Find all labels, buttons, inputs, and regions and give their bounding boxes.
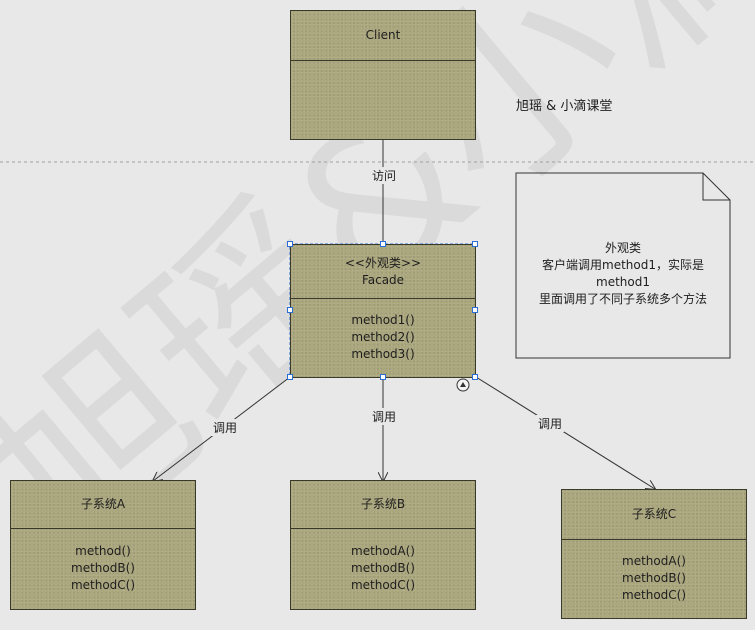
note-text: 外观类 客户端调用method1，实际是method1 里面调用了不同子系统多个…: [516, 240, 730, 308]
subsystem-method: methodB(): [622, 571, 686, 585]
subsystem-b-header: 子系统B: [291, 481, 475, 529]
selection-handle[interactable]: [472, 307, 478, 313]
subsystem-c-box[interactable]: 子系统C methodA() methodB() methodC(): [561, 489, 747, 619]
note-fold: [702, 173, 730, 201]
facade-stereotype: <<外观类>>: [344, 255, 422, 270]
subsystem-a-methods: method() methodB() methodC(): [11, 528, 195, 609]
subsystem-method: methodB(): [71, 561, 135, 575]
facade-method: method3(): [351, 347, 415, 361]
facade-class-name: Facade: [361, 272, 405, 287]
facade-class-box[interactable]: <<外观类>> Facade method1() method2() metho…: [290, 244, 476, 378]
facade-method: method1(): [351, 313, 415, 327]
client-class-name: Client: [365, 28, 401, 42]
subsystem-method: methodB(): [351, 561, 415, 575]
selection-handle[interactable]: [472, 374, 478, 380]
client-class-box[interactable]: Client: [290, 10, 476, 140]
header-text: 旭瑶 & 小滴课堂: [516, 99, 613, 114]
selection-handle[interactable]: [287, 241, 293, 247]
subsystem-b-box[interactable]: 子系统B methodA() methodB() methodC(): [290, 480, 476, 610]
facade-methods: method1() method2() method3(): [291, 298, 475, 377]
note-line: 客户端调用method1，实际是method1: [542, 258, 704, 289]
note-line: 外观类: [604, 241, 641, 255]
selection-handle[interactable]: [287, 307, 293, 313]
subsystem-method: methodC(): [70, 578, 136, 592]
subsystem-a-name: 子系统A: [80, 497, 126, 511]
note-line: 里面调用了不同子系统多个方法: [538, 292, 707, 306]
subsystem-method: methodC(): [350, 578, 416, 592]
selection-handle[interactable]: [380, 374, 386, 380]
subsystem-method: methodA(): [622, 554, 686, 568]
subsystem-method: method(): [75, 544, 131, 558]
subsystem-b-methods: methodA() methodB() methodC(): [291, 528, 475, 609]
selection-handle[interactable]: [287, 374, 293, 380]
subsystem-a-box[interactable]: 子系统A method() methodB() methodC(): [10, 480, 196, 610]
subsystem-c-name: 子系统C: [631, 507, 677, 521]
subsystem-c-methods: methodA() methodB() methodC(): [562, 539, 746, 618]
edge-facade-c[interactable]: [475, 376, 655, 489]
selection-handle[interactable]: [380, 241, 386, 247]
edge-label-access: 访问: [370, 167, 399, 184]
facade-method: method2(): [351, 330, 415, 344]
subsystem-c-header: 子系统C: [562, 490, 746, 540]
edge-label-call-a: 调用: [211, 419, 240, 436]
note-shape[interactable]: [515, 172, 731, 359]
subsystem-b-name: 子系统B: [360, 497, 406, 511]
client-class-header: Client: [291, 11, 475, 61]
facade-class-header: <<外观类>> Facade: [291, 245, 475, 299]
subsystem-method: methodC(): [621, 588, 687, 602]
edge-label-call-b: 调用: [370, 408, 399, 425]
subsystem-method: methodA(): [351, 544, 415, 558]
collapse-icon[interactable]: [456, 378, 470, 392]
subsystem-a-header: 子系统A: [11, 481, 195, 529]
selection-handle[interactable]: [472, 241, 478, 247]
edge-label-call-c: 调用: [536, 415, 565, 432]
